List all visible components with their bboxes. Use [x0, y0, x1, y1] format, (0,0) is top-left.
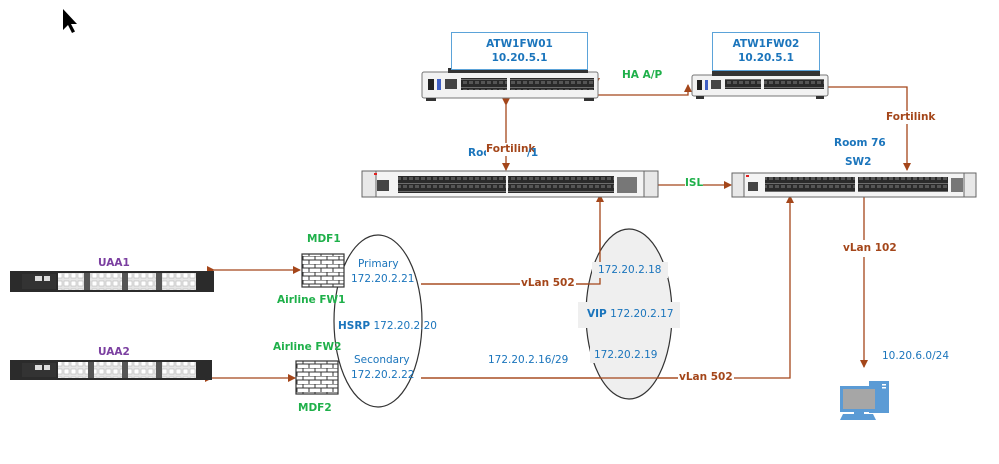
switch1-label-prefix: Roo: [468, 147, 491, 159]
vip-bottom-ip: 172.20.2.19: [594, 349, 658, 361]
airline-fw2-icon: [295, 360, 339, 395]
mdf2-label: MDF2: [298, 402, 332, 414]
fw01-name: ATW1FW01: [486, 38, 553, 50]
primary-ip: 172.20.2.21: [351, 273, 415, 285]
switch-sw2-device: [731, 172, 977, 198]
fw01-ip: 10.20.5.1: [491, 52, 548, 64]
client-subnet-label: 10.20.6.0/24: [882, 350, 949, 362]
vlan502-primary-link: [421, 194, 604, 285]
fortilink-label-2: Fortilink: [886, 111, 936, 124]
server-uaa2-device: [10, 360, 212, 380]
airline-fw1-label: Airline FW1: [277, 294, 346, 306]
vlan502-label-primary: vLan 502: [520, 277, 576, 290]
vip-prefix: VIP: [587, 308, 607, 320]
uaa1-label: UAA1: [98, 257, 130, 269]
vip-ip: 172.20.2.17: [610, 308, 674, 320]
vip-label: VIP 172.20.2.17: [587, 308, 674, 321]
primary-label: Primary: [358, 258, 399, 270]
hsrp-prefix: HSRP: [338, 320, 371, 332]
secondary-ip: 172.20.2.22: [351, 369, 415, 381]
vip-top-ip: 172.20.2.18: [598, 264, 662, 276]
mouse-cursor-icon: [63, 9, 77, 33]
fw02-label-box: ATW1FW02 10.20.5.1: [712, 32, 820, 71]
ha-label: HA A/P: [622, 69, 663, 81]
vlan502-label-secondary: vLan 502: [678, 371, 734, 384]
firewall-fw02-device: [691, 71, 829, 99]
hsrp-label: HSRP 172.20.2.20: [338, 320, 437, 333]
uaa2-label: UAA2: [98, 346, 130, 358]
isl-label: ISL: [685, 177, 704, 190]
hsrp-ip: 172.20.2.20: [373, 320, 437, 332]
hsrp-ellipse: [333, 234, 423, 408]
switch1-label-suffix: /1: [527, 147, 539, 159]
vip-top-shade: [592, 262, 668, 278]
vip-bottom-shade: [590, 347, 662, 363]
vip-mid-shade: [578, 302, 680, 328]
switch-sw1-device: [361, 170, 659, 198]
secondary-label: Secondary: [354, 354, 410, 366]
switch2-room-label: Room 76: [834, 137, 886, 149]
switch2-name-label: SW2: [845, 156, 872, 168]
airline-fw2-label: Airline FW2: [273, 341, 342, 353]
ha-link: [592, 78, 692, 96]
subnet-label: 172.20.2.16/29: [488, 354, 569, 366]
fw02-name: ATW1FW02: [732, 38, 800, 50]
vlan102-label: vLan 102: [842, 240, 898, 257]
fw02-ip: 10.20.5.1: [738, 52, 794, 64]
server-uaa1-device: [10, 271, 214, 292]
fortilink-label-1: Fortilink: [486, 143, 536, 156]
mdf1-label: MDF1: [307, 233, 341, 245]
computer-icon: [840, 381, 889, 420]
fw01-label-box: ATW1FW01 10.20.5.1: [451, 32, 588, 70]
firewall-fw01-device: [421, 68, 599, 101]
airline-fw1-icon: [301, 253, 345, 288]
fortilink-fw02-sw2: [788, 83, 911, 171]
